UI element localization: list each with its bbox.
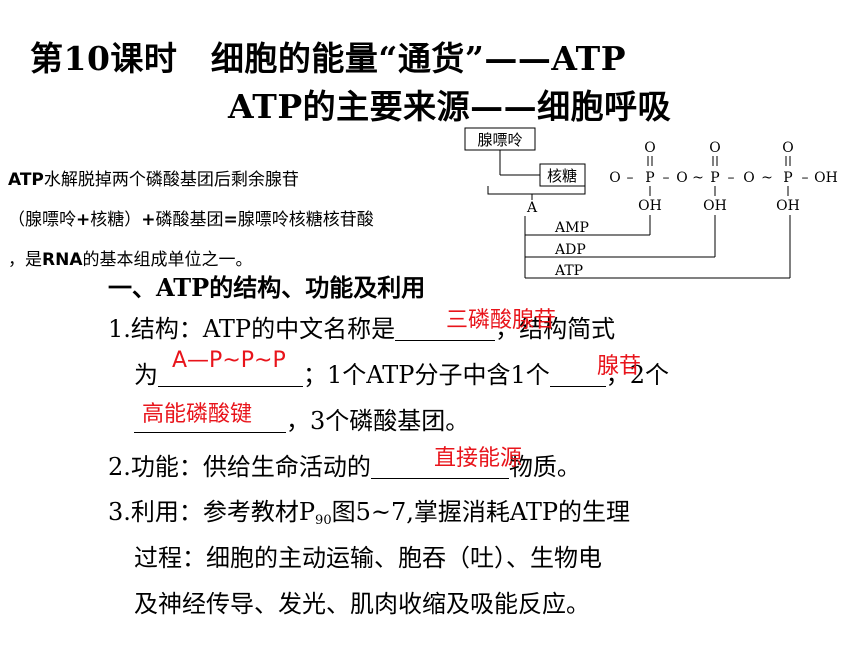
svg-text:OH: OH xyxy=(776,198,800,214)
svg-text:O: O xyxy=(709,140,720,156)
phosphate-chain: O O O O – P – O ~ P – O ~ P – OH OH OH O… xyxy=(609,140,838,214)
answer-adenosine: 腺苷 xyxy=(597,354,642,379)
svg-text:–: – xyxy=(663,170,670,186)
item1-line2: 为 ；1个ATP分子中含1个 ，2个 xyxy=(134,362,669,387)
section-heading: 一、ATP的结构、功能及利用 xyxy=(108,273,426,302)
svg-text:OH: OH xyxy=(814,170,838,186)
item1-line3: ，3个磷酸基团。 xyxy=(134,408,469,433)
blank-adenosine xyxy=(549,362,606,387)
svg-text:–: – xyxy=(728,170,735,186)
svg-text:~: ~ xyxy=(692,170,704,186)
svg-text:P: P xyxy=(783,170,792,186)
note-line-2: （腺嘌呤+核糖）+磷酸基团=腺嘌呤核糖核苷酸 xyxy=(8,210,374,230)
svg-text:O: O xyxy=(644,140,655,156)
blank-formula xyxy=(158,362,303,387)
svg-text:O: O xyxy=(676,170,687,186)
svg-text:O: O xyxy=(609,170,620,186)
svg-text:–: – xyxy=(802,170,809,186)
item3-line1a: 3.利用：参考教材P xyxy=(108,498,316,526)
title-line-2: ATP的主要来源——细胞呼吸 xyxy=(228,87,672,126)
item2-tail: 物质。 xyxy=(508,453,581,481)
amp-label: AMP xyxy=(554,220,589,236)
adenine-label: 腺嘌呤 xyxy=(477,131,522,149)
blank-energy xyxy=(370,454,509,479)
item3-line1: 3.利用：参考教材P90图5~7,掌握消耗ATP的生理 xyxy=(108,500,630,527)
blank-chinese-name xyxy=(395,316,496,341)
note-line-1: ATP水解脱掉两个磷酸基团后剩余腺苷 xyxy=(8,170,299,190)
item3-line2: 过程：细胞的主动运输、胞吞（吐）、生物电 xyxy=(134,544,602,572)
answer-chinese-name: 三磷酸腺苷 xyxy=(446,308,557,333)
item1-tail: ，3个磷酸基团。 xyxy=(286,407,470,435)
item1-line1: 1.结构：ATP的中文名称是 ，结构简式 xyxy=(108,316,615,341)
answer-bond: 高能磷酸键 xyxy=(142,402,253,427)
answer-formula: A—P~P~P xyxy=(172,348,286,373)
atp-label: ATP xyxy=(554,263,583,279)
adp-label: ADP xyxy=(554,242,586,258)
note-line-3: ，是RNA的基本组成单位之一。 xyxy=(8,250,253,270)
svg-text:O: O xyxy=(782,140,793,156)
item2-prefix: 2.功能：供给生命活动的 xyxy=(108,453,371,481)
title-line-1: 第10课时 细胞的能量“通货”——ATP xyxy=(30,39,627,78)
item1-mid2: ；1个ATP分子中含1个 xyxy=(303,361,550,389)
blank-bond xyxy=(134,408,286,433)
item1-mid1: ，结构简式 xyxy=(495,315,616,343)
item3-line1b: 图5~7,掌握消耗ATP的生理 xyxy=(331,498,631,526)
svg-text:OH: OH xyxy=(703,198,727,214)
item3-line3: 及神经传导、发光、肌肉收缩及吸能反应。 xyxy=(134,590,590,618)
atp-structure-diagram: 腺嘌呤 核糖 A AMP ADP ATP O O O O – P – O ~ P… xyxy=(464,127,838,279)
ribose-label: 核糖 xyxy=(547,167,577,185)
item1-prefix: 1.结构：ATP的中文名称是 xyxy=(108,315,396,343)
svg-text:~: ~ xyxy=(761,170,773,186)
svg-text:–: – xyxy=(627,170,634,186)
item2-line: 2.功能：供给生命活动的 物质。 xyxy=(108,454,581,479)
item1-wei: 为 xyxy=(134,361,158,389)
answer-energy: 直接能源 xyxy=(434,446,523,471)
svg-text:O: O xyxy=(743,170,754,186)
svg-text:P: P xyxy=(645,170,654,186)
item1-mid3: ，2个 xyxy=(605,361,669,389)
item3-page-sub: 90 xyxy=(315,513,332,528)
svg-text:OH: OH xyxy=(638,198,662,214)
adenosine-a-label: A xyxy=(526,200,538,216)
svg-text:P: P xyxy=(710,170,719,186)
